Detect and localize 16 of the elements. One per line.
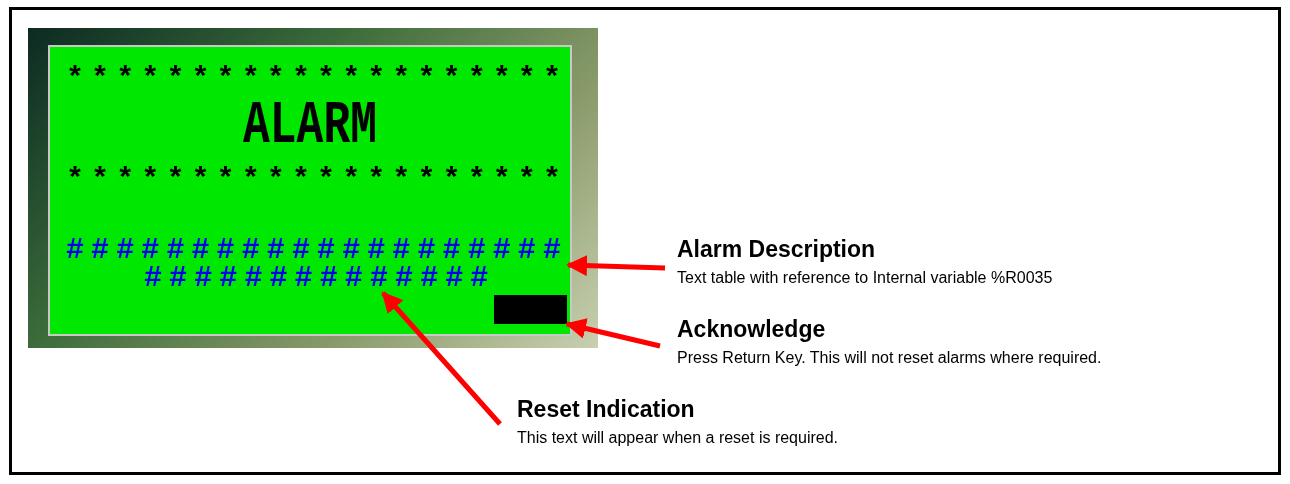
callout-description: Text table with reference to Internal variable %R0035 [677,269,1053,287]
placeholder-text: #################### [66,235,569,265]
callout-heading: Alarm Description [677,236,877,263]
alarm-text: ALARM [242,95,378,157]
leader-arrow [381,291,502,426]
leader-arrow [565,255,666,277]
acknowledge-field [494,295,567,324]
asterisk-row: ******************** [66,165,569,195]
lcd-screen-drawing [28,28,598,348]
callout-description: This text will appear when a reset is required. [517,429,839,447]
placeholder-text: ############## [144,263,496,293]
leader-arrow [564,318,661,349]
asterisk-row: ******************** [66,64,569,94]
callout-heading: Reset Indication [517,396,696,423]
callout-heading: Acknowledge [677,316,827,343]
callout-description: Press Return Key. This will not reset alarms where required. [677,349,1102,367]
